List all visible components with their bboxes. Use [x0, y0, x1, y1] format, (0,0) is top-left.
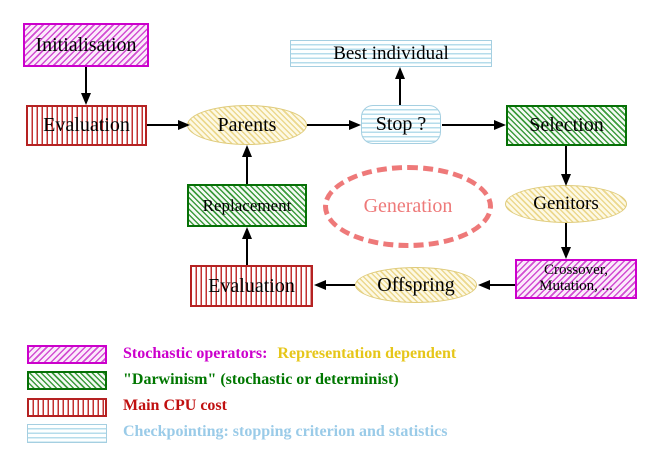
- arrow-stop-best-individual-head: [395, 67, 405, 79]
- node-generation-label: Generation: [363, 195, 453, 217]
- node-genitors: Genitors: [505, 185, 627, 223]
- arrow-genitors-crossover-head: [561, 247, 571, 259]
- arrow-selection-genitors-head: [561, 174, 571, 186]
- legend-line-stochastic: Stochastic operators: Representation dep…: [123, 345, 456, 363]
- node-evaluation-bottom: Evaluation: [190, 265, 313, 307]
- arrow-crossover-offspring-shaft: [489, 284, 515, 286]
- legend-cpu-label: Main CPU cost: [123, 397, 227, 414]
- legend-swatch-darwinism: [27, 371, 107, 390]
- arrow-evaluation-replacement-shaft: [246, 238, 248, 265]
- arrow-initialisation-evaluation-head: [81, 93, 91, 105]
- node-replacement: Replacement: [187, 184, 307, 227]
- node-stop: Stop ?: [361, 105, 441, 144]
- legend-line-darwinism: "Darwinism" (stochastic or determinist): [123, 371, 399, 389]
- legend-swatch-stochastic: [27, 345, 107, 364]
- node-parents-label: Parents: [217, 113, 277, 136]
- node-offspring: Offspring: [355, 267, 477, 303]
- node-generation: Generation: [323, 165, 493, 248]
- node-parents: Parents: [187, 105, 307, 145]
- arrow-initialisation-evaluation-shaft: [85, 67, 87, 94]
- arrow-evaluation-parents-shaft: [147, 124, 179, 126]
- arrow-stop-best-individual-shaft: [399, 78, 401, 105]
- node-selection: Selection: [506, 105, 627, 146]
- node-genitors-label: Genitors: [533, 193, 599, 215]
- node-crossover-mutation: Crossover, Mutation, ...: [515, 259, 637, 299]
- legend-line-cpu: Main CPU cost: [123, 397, 227, 415]
- arrow-genitors-crossover-shaft: [565, 223, 567, 248]
- legend-stochastic-label: Stochastic operators:: [123, 345, 268, 362]
- arrow-parents-stop-shaft: [307, 124, 350, 126]
- arrow-evaluation-parents-head: [178, 120, 190, 130]
- arrow-stop-selection-head: [494, 120, 506, 130]
- arrow-offspring-evaluation-shaft: [325, 284, 355, 286]
- node-offspring-label: Offspring: [377, 273, 455, 296]
- node-selection-label: Selection: [529, 114, 604, 136]
- arrow-stop-selection-shaft: [442, 124, 495, 126]
- node-initialisation-label: Initialisation: [35, 33, 137, 56]
- node-evaluation-bottom-label: Evaluation: [208, 274, 295, 297]
- node-replacement-label: Replacement: [202, 195, 292, 215]
- node-best-individual-label: Best individual: [333, 42, 449, 64]
- legend-darwinism-label: "Darwinism" (stochastic or determinist): [123, 371, 399, 388]
- legend-line-checkpointing: Checkpointing: stopping criterion and st…: [123, 423, 447, 441]
- arrow-replacement-parents-shaft: [246, 156, 248, 184]
- node-crossover-line2: Mutation, ...: [539, 278, 613, 294]
- node-crossover-line1: Crossover,: [544, 262, 608, 279]
- arrow-evaluation-replacement-head: [242, 227, 252, 239]
- legend-stochastic-note: Representation dependent: [277, 345, 457, 362]
- node-initialisation: Initialisation: [23, 23, 149, 67]
- node-evaluation-top-label: Evaluation: [43, 114, 130, 136]
- arrow-parents-stop-head: [349, 120, 361, 130]
- node-best-individual: Best individual: [290, 40, 492, 67]
- node-stop-label: Stop ?: [375, 113, 427, 135]
- arrow-replacement-parents-head: [242, 145, 252, 157]
- node-evaluation-top: Evaluation: [26, 105, 147, 146]
- arrow-crossover-offspring-head: [478, 280, 490, 290]
- legend-checkpointing-label: Checkpointing: stopping criterion and st…: [123, 423, 448, 440]
- arrow-offspring-evaluation-head: [314, 280, 326, 290]
- legend-swatch-checkpointing: [27, 424, 107, 443]
- arrow-selection-genitors-shaft: [565, 146, 567, 175]
- legend-swatch-cpu: [27, 398, 107, 417]
